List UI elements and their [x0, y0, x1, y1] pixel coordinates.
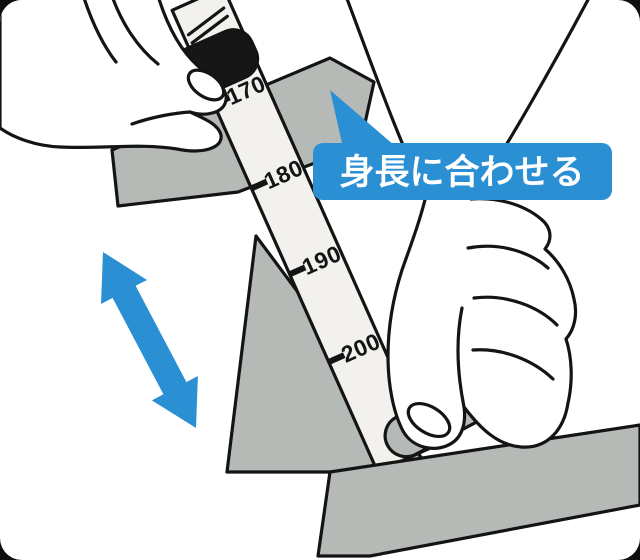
left-fingernail [186, 68, 226, 102]
double-arrow-icon [101, 252, 198, 428]
speech-bubble-body [313, 143, 612, 200]
height-scale-strip-group: 170 180 190 200 [164, 0, 431, 474]
strip-detail-lines [186, 6, 229, 45]
right-thumbnail [406, 401, 452, 439]
scale-tick-180 [250, 178, 269, 192]
speech-bubble-tail [330, 90, 402, 152]
scale-tick-190 [288, 264, 307, 278]
speech-bubble: 身長に合わせる [313, 90, 612, 200]
gauge-base [316, 423, 640, 558]
right-hand [345, 0, 590, 450]
scale-tick-200 [327, 352, 346, 365]
right-finger-creases [456, 244, 559, 409]
callout-text: 身長に合わせる [339, 153, 584, 192]
left-finger-creases [82, 0, 192, 126]
right-hand-shape [345, 0, 590, 450]
left-hand [0, 0, 228, 153]
